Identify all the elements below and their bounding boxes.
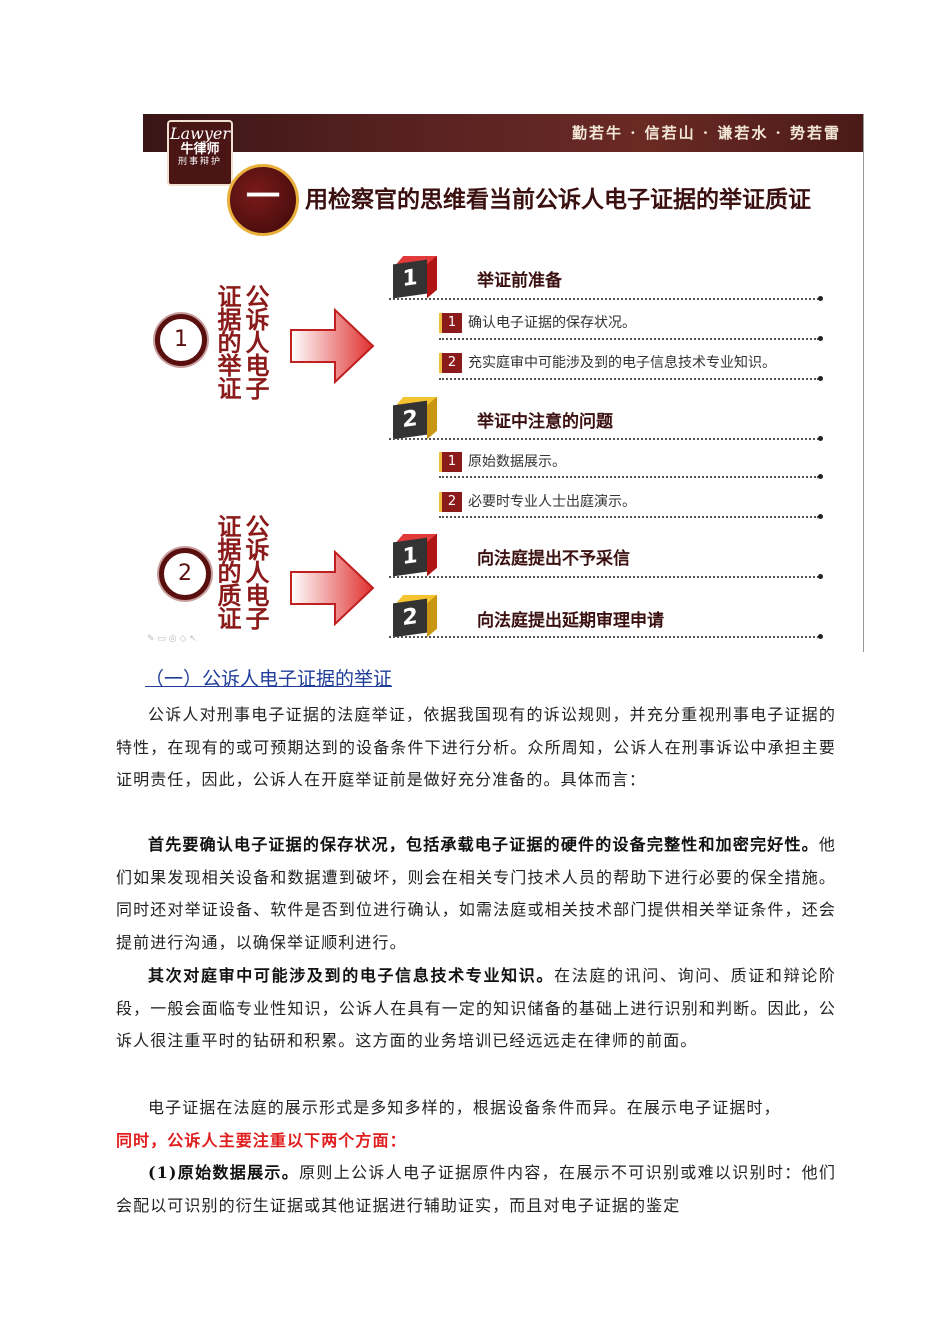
item-heading: 举证中注意的问题	[477, 412, 613, 432]
title-number-badge: 一	[227, 164, 299, 236]
slide-image: 勤若牛 · 信若山 · 谦若水 · 势若雷 Lawyer 牛律师 刑事辩护 一 …	[143, 114, 864, 652]
slide-motto: 勤若牛 · 信若山 · 谦若水 · 势若雷	[571, 124, 841, 142]
paragraph-1: 公诉人对刑事电子证据的法庭举证，依据我国现有的诉讼规则，并充分重视刑事电子证据的…	[116, 705, 836, 790]
section1-label: 公诉人电子证据的举证	[213, 284, 269, 399]
paragraph-2-body: 他们如果发现相关设备和数据遭到破坏，则会在相关专门技术人员的帮助下进行必要的保全…	[116, 835, 836, 952]
logo-name: 牛律师	[180, 142, 220, 157]
paragraph-3-lead: 其次对庭审中可能涉及到的电子信息技术专业知识。	[148, 966, 555, 985]
divider	[439, 474, 823, 479]
paragraph-4-emphasis: 同时，公诉人主要注重以下两个方面：	[116, 1130, 407, 1150]
paragraph-3-body: 在法庭的讯问、询问、质证和辩论阶段，一般会面临专业性知识，公诉人在具有一定的知识…	[116, 966, 836, 1051]
divider	[389, 436, 823, 441]
paragraph-5: (1)原始数据展示。原则上公诉人电子证据原件内容，在展示不可识别或难以识别时：他…	[116, 1157, 836, 1222]
paragraph-2-lead: 首先要确认电子证据的保存状况，包括承载电子证据的硬件的设备完整性和加密完好性。	[148, 835, 819, 854]
divider	[389, 574, 823, 579]
logo-mark: Lawyer	[169, 124, 230, 143]
paragraph-4: 电子证据在法庭的展示形式是多知多样的，根据设备条件而异。在展示电子证据时， 同时，…	[116, 1092, 836, 1157]
section2-label: 公诉人电子证据的质证	[213, 514, 269, 629]
section-heading: （一）公诉人电子证据的举证	[145, 668, 393, 690]
slide-toolbar-icons: ✎ ▭ ◎ ◇ ↖	[147, 634, 197, 644]
section1-number: 1	[155, 314, 207, 366]
paragraph-5-body: 原则上公诉人电子证据原件内容，在展示不可识别或难以识别时：他们会配以可识别的衍生…	[116, 1163, 836, 1215]
logo: Lawyer 牛律师 刑事辩护	[167, 120, 233, 186]
divider	[389, 296, 823, 301]
section1-arrow-icon	[290, 308, 375, 384]
paragraph-3: 其次对庭审中可能涉及到的电子信息技术专业知识。在法庭的讯问、询问、质证和辩论阶段…	[116, 960, 836, 1058]
divider	[439, 376, 823, 381]
divider	[439, 336, 823, 341]
slide-top-bar: 勤若牛 · 信若山 · 谦若水 · 势若雷	[143, 114, 863, 152]
item-heading: 向法庭提出延期审理申请	[477, 611, 664, 631]
item-heading: 向法庭提出不予采信	[477, 549, 630, 569]
cube-2-icon: 2	[393, 396, 438, 440]
cube-2-icon: 2	[393, 594, 438, 638]
item-heading: 举证前准备	[477, 271, 562, 291]
paragraph-2: 首先要确认电子证据的保存状况，包括承载电子证据的硬件的设备完整性和加密完好性。他…	[116, 829, 836, 959]
divider	[389, 634, 823, 639]
cube-1-icon: 1	[393, 255, 438, 299]
logo-subtitle: 刑事辩护	[177, 157, 222, 167]
paragraph-5-lead: (1)原始数据展示。	[148, 1163, 300, 1182]
cube-1-icon: 1	[393, 533, 438, 577]
section2-number: 2	[159, 548, 211, 600]
section2-arrow-icon	[290, 550, 375, 626]
divider	[439, 514, 823, 519]
paragraph-4-body: 电子证据在法庭的展示形式是多知多样的，根据设备条件而异。在展示电子证据时，	[148, 1098, 781, 1117]
slide-title: 用检察官的思维看当前公诉人电子证据的举证质证	[305, 187, 811, 213]
